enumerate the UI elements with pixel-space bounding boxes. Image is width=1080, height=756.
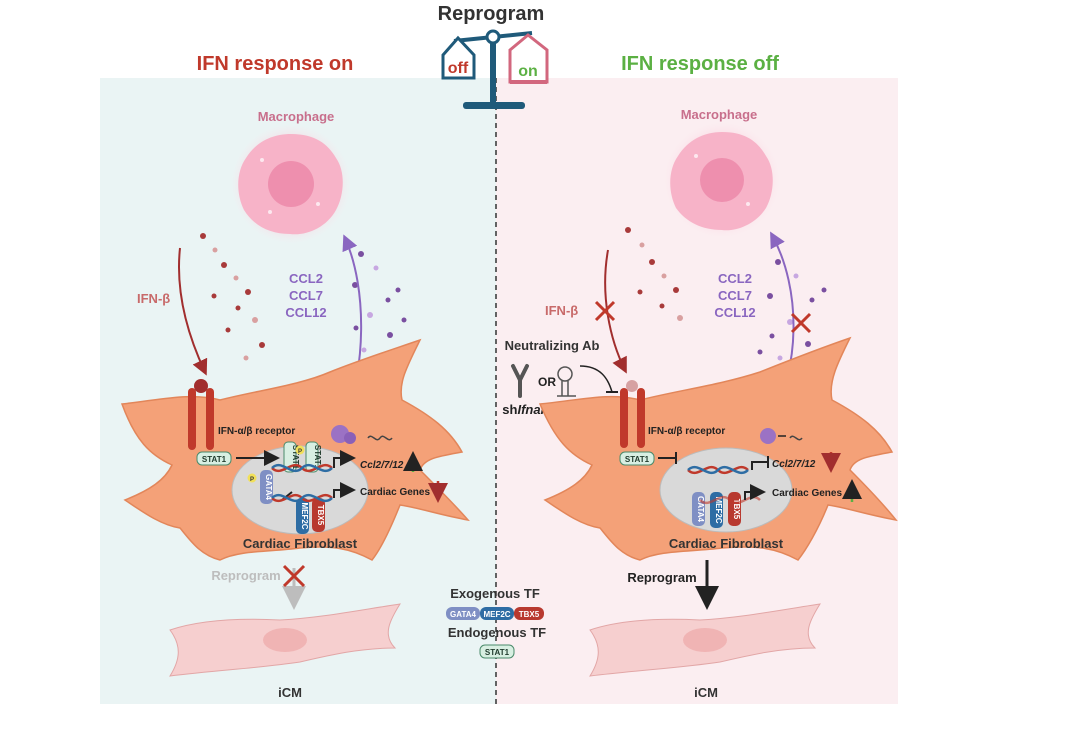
left-ccl-7: CCL7 xyxy=(289,288,323,303)
svg-text:STAT1: STAT1 xyxy=(625,455,650,464)
right-cardiac-gene-arrow xyxy=(744,484,766,500)
neutralizing-ab-label: Neutralizing Ab xyxy=(505,338,600,353)
right-stat1-pill xyxy=(619,451,655,466)
left-macrophage-label: Macrophage xyxy=(258,109,335,124)
right-ifn-block-x-icon xyxy=(594,300,616,322)
left-icm-label: iCM xyxy=(278,685,302,700)
svg-text:TBX5: TBX5 xyxy=(732,499,741,520)
right-ccl-12: CCL12 xyxy=(714,305,755,320)
left-mef2c xyxy=(296,498,309,534)
left-phospho-1 xyxy=(295,445,305,455)
svg-text:GATA4: GATA4 xyxy=(264,474,273,500)
left-ccl-2: CCL2 xyxy=(289,271,323,286)
left-vesicle xyxy=(331,425,393,444)
right-ifn-receptor xyxy=(620,380,645,448)
right-cardiac-genes: Cardiac Genes xyxy=(772,488,842,499)
left-ifn-arrow xyxy=(178,247,208,376)
right-icm-label: iCM xyxy=(694,685,718,700)
left-ccl-12: CCL12 xyxy=(285,305,326,320)
right-ccl-gene-arrow xyxy=(751,461,768,470)
right-macrophage xyxy=(664,122,780,238)
left-phospho-2 xyxy=(247,473,257,483)
legend-stat1 xyxy=(479,644,515,659)
right-ccl-2: CCL2 xyxy=(718,271,752,286)
left-fibroblast-label: Cardiac Fibroblast xyxy=(243,536,358,551)
right-vesicle xyxy=(760,428,803,444)
left-panel-heading: IFN response on xyxy=(197,53,354,75)
left-reprogram-label: Reprogram xyxy=(211,568,280,583)
right-ifn-beta-dots xyxy=(625,227,683,321)
page-title: Reprogram xyxy=(438,3,545,25)
right-inhibition-line xyxy=(579,365,613,393)
svg-text:STAT1: STAT1 xyxy=(485,648,510,657)
left-ifn-beta-label: IFN-β xyxy=(137,291,170,306)
left-macrophage xyxy=(231,124,351,244)
svg-text:MEF2C: MEF2C xyxy=(300,502,309,529)
right-fibroblast-label: Cardiac Fibroblast xyxy=(669,536,784,551)
right-panel-heading: IFN response off xyxy=(621,53,779,75)
shrna-icon xyxy=(557,366,576,397)
svg-text:GATA4: GATA4 xyxy=(696,496,705,522)
right-ccl-block-x-icon xyxy=(790,312,812,334)
left-ccl-gene: Ccl2/7/12 xyxy=(360,460,404,471)
left-receptor-label: IFN-α/β receptor xyxy=(218,426,295,437)
legend-tbx5 xyxy=(514,607,544,620)
svg-text:STAT1: STAT1 xyxy=(313,445,322,470)
left-gata4 xyxy=(260,470,273,504)
svg-text:P: P xyxy=(298,449,302,455)
left-cardiac-genes: Cardiac Genes xyxy=(360,487,430,498)
right-ccl-dots xyxy=(757,259,827,361)
right-ifn-beta-label: IFN-β xyxy=(545,303,578,318)
right-reprogram-label: Reprogram xyxy=(627,570,696,585)
scale-off-tag: off xyxy=(448,60,469,77)
svg-text:STAT1: STAT1 xyxy=(202,455,227,464)
right-ccl-7: CCL7 xyxy=(718,288,752,303)
left-ccl-dots xyxy=(342,251,407,375)
legend-exogenous-label: Exogenous TF xyxy=(450,586,540,601)
left-ifn-beta-dots xyxy=(200,233,265,361)
left-dna xyxy=(271,463,333,503)
svg-text:TBX5: TBX5 xyxy=(316,505,325,526)
left-stat1-pill xyxy=(196,451,232,466)
svg-text:GATA4: GATA4 xyxy=(450,610,476,619)
left-ccl-gene-arrow xyxy=(333,450,356,468)
svg-text:MEF2C: MEF2C xyxy=(483,610,510,619)
scale-on-tag: on xyxy=(518,63,538,80)
legend-gata4 xyxy=(446,607,480,620)
antibody-icon xyxy=(511,364,529,398)
or-label: OR xyxy=(538,375,556,389)
right-ccl-gene: Ccl2/7/12 xyxy=(772,459,816,470)
right-macrophage-label: Macrophage xyxy=(681,107,758,122)
svg-text:STAT1: STAT1 xyxy=(291,445,300,470)
legend-mef2c xyxy=(480,607,514,620)
legend-endogenous-label: Endogenous TF xyxy=(448,625,546,640)
left-cardiac-gene-arrow xyxy=(333,482,356,498)
left-block-x-icon xyxy=(282,564,306,588)
right-receptor-label: IFN-α/β receptor xyxy=(648,426,725,437)
svg-text:P: P xyxy=(250,477,254,483)
svg-text:TBX5: TBX5 xyxy=(519,610,540,619)
balance-scale-icon xyxy=(441,29,549,109)
left-tbx5 xyxy=(312,498,325,532)
left-ifn-receptor xyxy=(188,379,214,450)
svg-text:MEF2C: MEF2C xyxy=(714,496,723,523)
